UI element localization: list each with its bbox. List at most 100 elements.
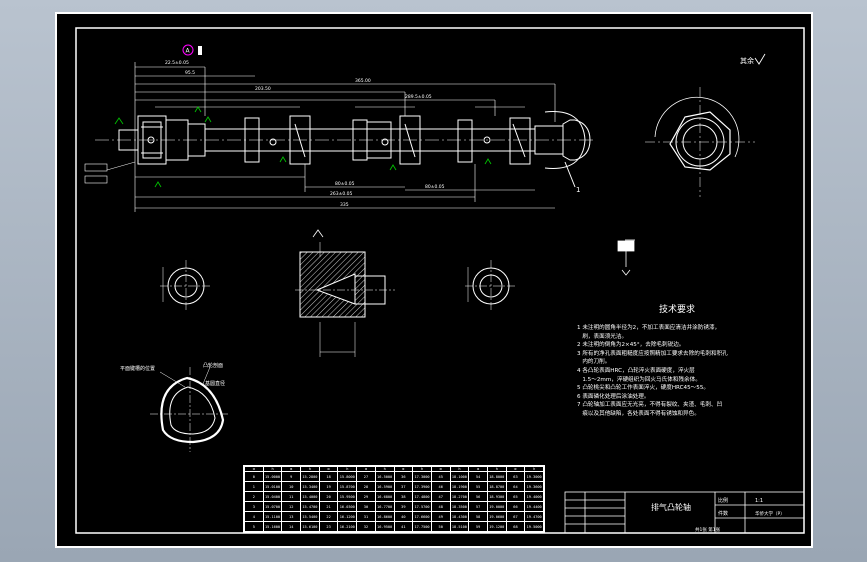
tech-requirement-line: 内的刀削。 bbox=[577, 359, 611, 366]
table-cell: 40 bbox=[393, 511, 414, 522]
table-cell: 31 bbox=[356, 511, 376, 522]
table-cell: 18.1000 bbox=[449, 471, 470, 482]
table-cell: 15.4700 bbox=[300, 501, 320, 512]
table-cell: 67 bbox=[505, 511, 526, 522]
table-cell: 38 bbox=[393, 491, 414, 502]
table-cell: 15.9500 bbox=[337, 491, 358, 502]
scale-value: 1:1 bbox=[755, 498, 763, 504]
end-view[interactable] bbox=[645, 87, 755, 197]
table-cell: 16.1200 bbox=[337, 511, 358, 522]
roughness-note: 其余 bbox=[740, 53, 766, 65]
table-cell: 16.8600 bbox=[374, 511, 395, 522]
table-cell: 0 bbox=[244, 471, 264, 482]
table-cell: 18.2700 bbox=[449, 491, 470, 502]
tolerance-marks bbox=[114, 106, 492, 188]
table-cell: 14 bbox=[281, 521, 302, 532]
school-name: 华侨大学（P） bbox=[755, 510, 785, 517]
table-cell: 27 bbox=[356, 471, 376, 482]
table-cell: 18 bbox=[318, 471, 339, 482]
tech-requirement-line: 4 各凸轮表面HRC，凸轮淬火表面硬度，淬火层 bbox=[577, 367, 695, 374]
table-cell: 13 bbox=[281, 511, 302, 522]
table-cell: 46 bbox=[430, 481, 451, 492]
cad-viewport[interactable]: 22.5±0.05 95.5 365.00 203.50 289.5±0.05 … bbox=[55, 12, 813, 548]
cam-profile[interactable] bbox=[150, 366, 230, 452]
table-cell: 15.5400 bbox=[300, 511, 320, 522]
tech-requirement-line: 2 未注明的倒角为2×45°，去除毛刺锐边。 bbox=[577, 342, 685, 349]
table-cell: 59 bbox=[468, 521, 488, 532]
table-cell: 50 bbox=[430, 521, 451, 532]
table-cell: 56 bbox=[468, 491, 488, 502]
table-cell: 41 bbox=[393, 521, 414, 532]
section-circle-right[interactable] bbox=[465, 260, 517, 312]
tech-requirements-list: 1 未注明的圆角半径为2，不加工表面应清洁并涂防锈漆， 刷，表面须光洁。 2 未注… bbox=[577, 324, 799, 419]
table-cell: 68 bbox=[505, 521, 526, 532]
table-cell: 5 bbox=[244, 521, 264, 532]
title-block[interactable] bbox=[564, 491, 805, 534]
section-hatched[interactable] bbox=[295, 229, 395, 357]
tech-requirement-line: 1 未注明的圆角半径为2，不加工表面应清洁并涂防锈漆， bbox=[577, 325, 721, 331]
table-cell: 15.4000 bbox=[300, 491, 320, 502]
svg-text:22.5±0.05: 22.5±0.05 bbox=[165, 60, 189, 66]
table-cell: 19.4400 bbox=[524, 501, 544, 512]
table-cell: 16.2100 bbox=[337, 521, 358, 532]
quantity-label: 件数 bbox=[718, 510, 728, 517]
table-cell: 17.3000 bbox=[412, 471, 432, 482]
table-cell: 3 bbox=[244, 501, 264, 512]
section-circle-left[interactable] bbox=[160, 260, 212, 312]
table-cell: 1 bbox=[244, 481, 264, 492]
svg-text:203.50: 203.50 bbox=[255, 86, 271, 92]
table-cell: 9 bbox=[281, 471, 302, 482]
table-cell: 19.1200 bbox=[486, 521, 507, 532]
table-cell: 23 bbox=[318, 521, 339, 532]
tech-requirements: 技术要求 bbox=[659, 303, 695, 315]
svg-text:80±0.05: 80±0.05 bbox=[335, 181, 355, 187]
tech-heading: 技术要求 bbox=[659, 303, 695, 315]
table-cell: 48 bbox=[430, 501, 451, 512]
table-cell: 4 bbox=[244, 511, 264, 522]
tech-requirement-line: 6 表面磷化处理后涂油处理。 bbox=[577, 393, 650, 400]
table-cell: 66 bbox=[505, 501, 526, 512]
table-cell: 29 bbox=[356, 491, 376, 502]
table-cell: 19.5000 bbox=[524, 521, 544, 532]
table-cell: 15.8700 bbox=[337, 481, 358, 492]
table-cell: 37 bbox=[393, 481, 414, 492]
table-cell: 11 bbox=[281, 491, 302, 502]
table-cell: 19.0000 bbox=[486, 501, 507, 512]
tech-requirement-line: 7 凸轮轴加工表面应无光亮，不得有裂纹、夹渣、毛刺、凹 bbox=[577, 402, 723, 409]
table-cell: 19.4700 bbox=[524, 511, 544, 522]
table-cell: 15.1600 bbox=[262, 521, 283, 532]
svg-text:95.5: 95.5 bbox=[185, 70, 195, 76]
table-cell: 21 bbox=[318, 501, 339, 512]
tech-requirement-line: 刷，表面须光洁。 bbox=[577, 333, 628, 340]
table-cell: 17.4800 bbox=[412, 491, 432, 502]
table-cell: 15.6100 bbox=[300, 521, 320, 532]
part-name: 排气凸轮轴 bbox=[651, 502, 691, 512]
table-cell: 16.0300 bbox=[337, 501, 358, 512]
shaft-main-view[interactable] bbox=[95, 111, 595, 188]
table-cell: 17.5700 bbox=[412, 501, 432, 512]
table-cell: 64 bbox=[505, 481, 526, 492]
table-cell: 19.3000 bbox=[524, 471, 544, 482]
table-cell: 28 bbox=[356, 481, 376, 492]
table-cell: 65 bbox=[505, 491, 526, 502]
table-cell: 15.8000 bbox=[337, 471, 358, 482]
table-cell: 54 bbox=[468, 471, 488, 482]
surface-symbol bbox=[617, 239, 635, 276]
table-cell: 18.4300 bbox=[449, 511, 470, 522]
table-cell: 63 bbox=[505, 471, 526, 482]
table-cell: 49 bbox=[430, 511, 451, 522]
table-cell: 17.7500 bbox=[412, 521, 432, 532]
datum-marker: A bbox=[182, 44, 202, 56]
table-cell: 55 bbox=[468, 481, 488, 492]
dimensions-bottom: 80±0.05 80±0.05 263±0.05 335 bbox=[135, 164, 555, 209]
svg-text:365.00: 365.00 bbox=[355, 78, 371, 84]
table-cell: 2 bbox=[244, 491, 264, 502]
scale-label: 比例 bbox=[718, 497, 728, 504]
table-cell: 16.6800 bbox=[374, 491, 395, 502]
svg-text:335: 335 bbox=[340, 202, 349, 208]
table-cell: 18.5100 bbox=[449, 521, 470, 532]
